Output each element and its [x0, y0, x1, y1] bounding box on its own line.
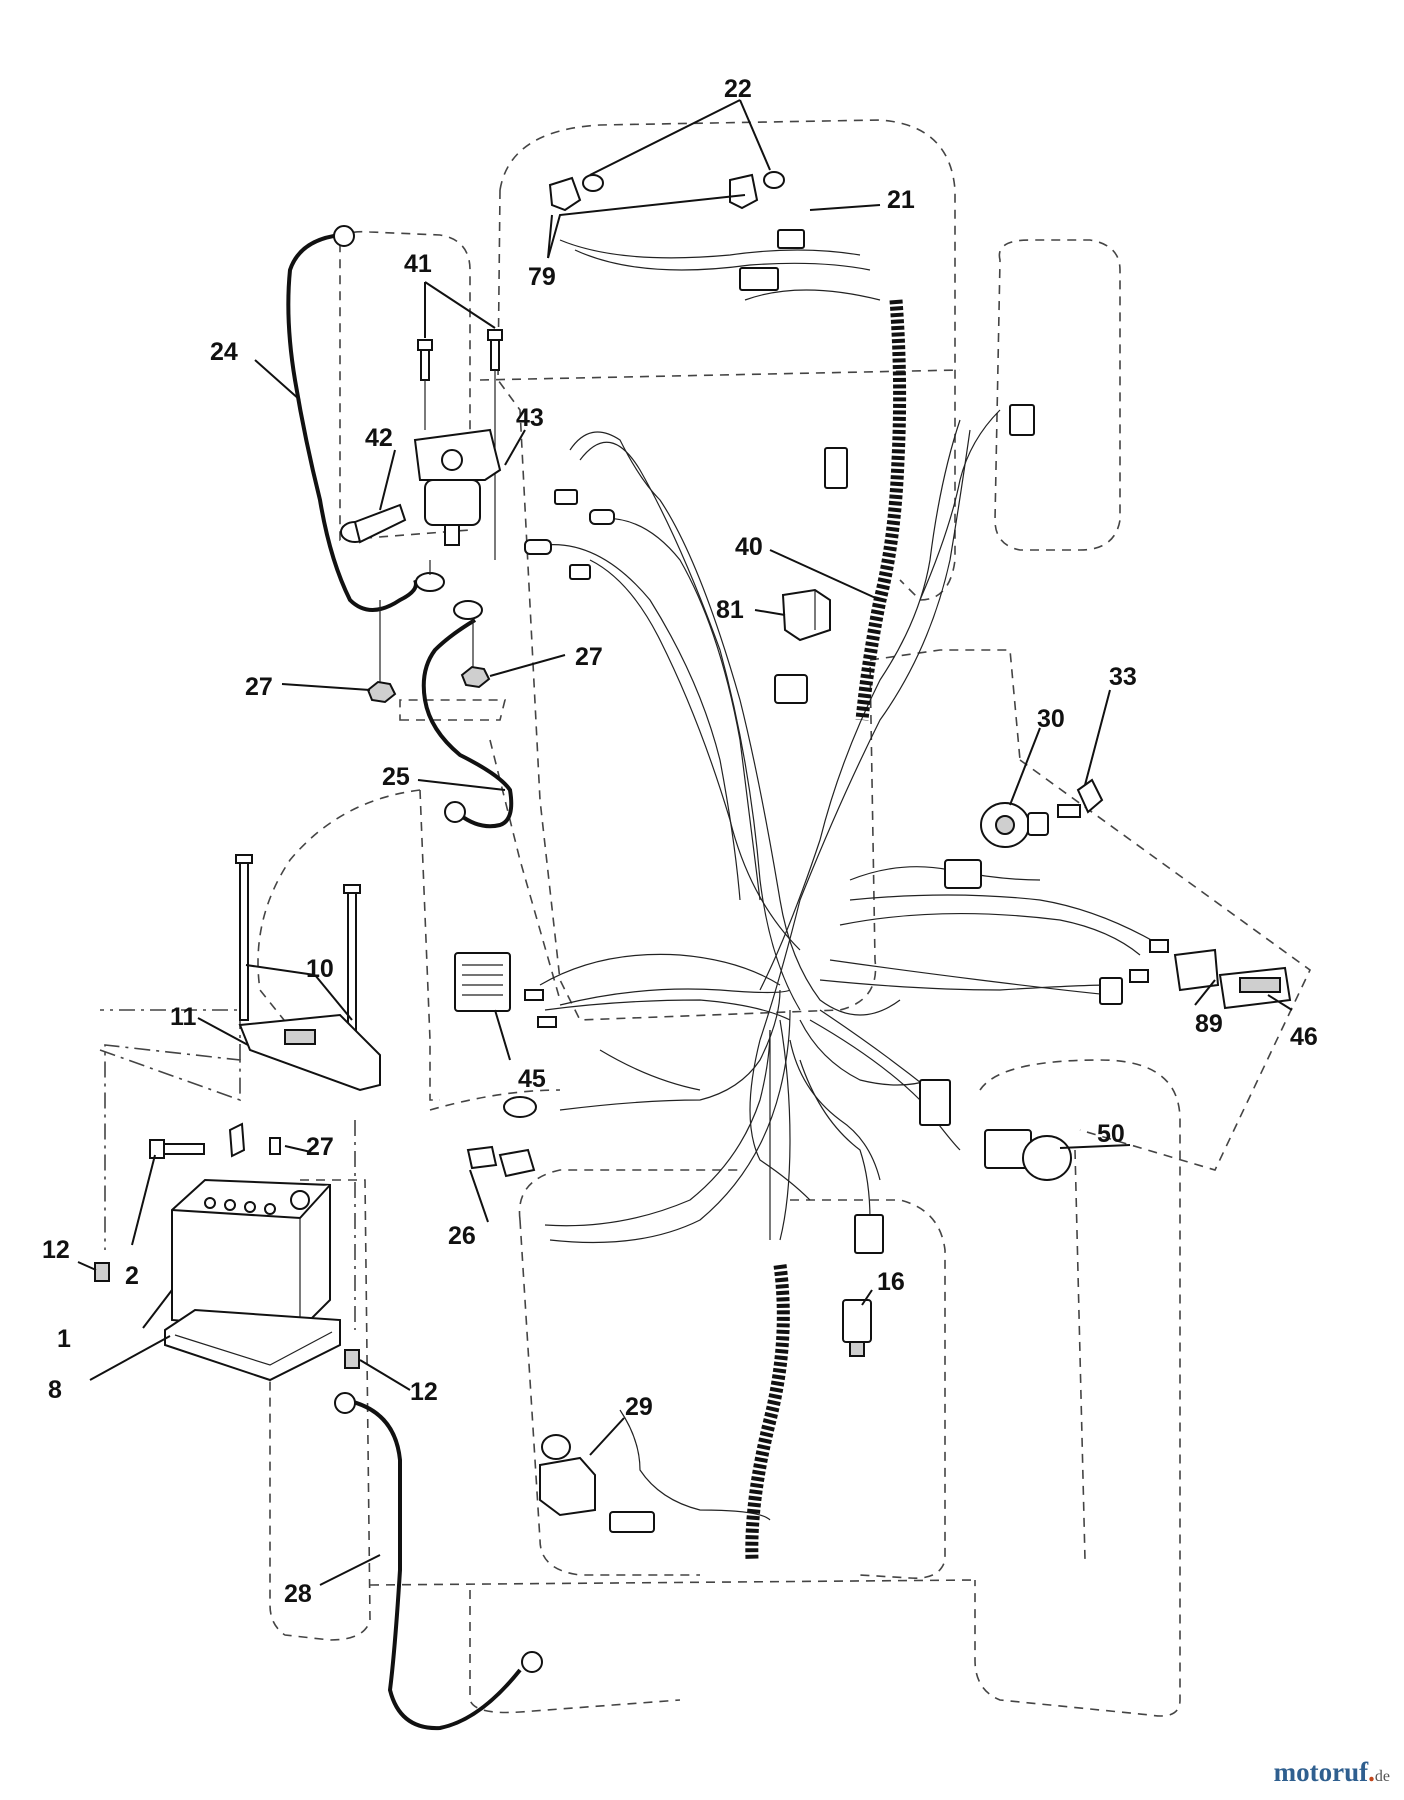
terminal-boot-icon — [340, 503, 407, 544]
callout-42: 42 — [365, 424, 393, 452]
terminal-bolt-icon — [149, 1122, 246, 1159]
pto-connector-icon — [824, 447, 848, 489]
callout-30: 30 — [1037, 705, 1065, 733]
ignition-harness-connector-icon — [944, 859, 982, 889]
terminal-right-lower-icon — [1129, 969, 1149, 983]
headlight-socket-left-icon — [548, 174, 604, 212]
relay-harness-connector-icon — [774, 674, 808, 704]
callout-22: 22 — [724, 75, 752, 103]
callout-11: 11 — [170, 1003, 197, 1031]
warning-decal-icon — [454, 952, 511, 1012]
solenoid-ring-terminal-left — [415, 572, 445, 592]
callout-27-right: 27 — [575, 643, 603, 671]
callout-12-left: 12 — [42, 1236, 70, 1264]
clip-nut-12-right-icon — [344, 1349, 360, 1369]
terminal-right-upper-icon — [1149, 939, 1169, 953]
tractor-outline — [99, 119, 1312, 1717]
headlight-connector-icon — [777, 229, 805, 249]
nut-27-lower-icon — [269, 1137, 281, 1155]
cable-24-ring-terminal — [333, 225, 355, 247]
callout-27-lower: 27 — [306, 1133, 334, 1161]
callout-25: 25 — [382, 763, 410, 791]
watermark-brand: motoruf — [1273, 1757, 1369, 1787]
plug-connector-a-icon — [554, 489, 578, 505]
battery-cables — [286, 233, 522, 1731]
headlight-socket-right-icon — [729, 171, 785, 210]
clip-nut-12-left-icon — [94, 1262, 110, 1282]
callout-45: 45 — [518, 1065, 546, 1093]
light-switch-connector-icon — [1099, 977, 1123, 1005]
callout-50: 50 — [1097, 1120, 1125, 1148]
plug-connector-b-icon — [589, 509, 615, 525]
battery-icon — [171, 1178, 331, 1332]
pto-switch-icon — [984, 1129, 1072, 1181]
site-watermark: motoruf.de — [1274, 1757, 1390, 1788]
callout-28: 28 — [284, 1580, 312, 1608]
seat-switch-icon — [539, 1434, 596, 1517]
plug-connector-c-icon — [524, 539, 552, 555]
callout-46: 46 — [1290, 1023, 1318, 1051]
harness-top-connector-icon — [739, 267, 779, 291]
callout-41: 41 — [404, 250, 432, 278]
connector-16-upper-icon — [854, 1214, 884, 1254]
callout-16: 16 — [877, 1268, 905, 1296]
callout-10: 10 — [306, 955, 334, 983]
callout-79: 79 — [528, 263, 556, 291]
callout-89: 89 — [1195, 1010, 1223, 1038]
harness-wires — [539, 239, 1161, 1521]
relay-icon — [781, 588, 831, 642]
callout-40: 40 — [735, 533, 763, 561]
watermark-tld: de — [1374, 1768, 1390, 1785]
plug-connector-d-icon — [569, 564, 591, 580]
spade-terminal-b-icon — [537, 1016, 557, 1028]
callout-26: 26 — [448, 1222, 476, 1250]
nut-27-left-icon — [366, 680, 397, 704]
callout-8: 8 — [48, 1376, 62, 1404]
connector-16-icon — [842, 1299, 872, 1357]
multi-pin-connector-icon — [919, 1079, 951, 1126]
hold-down-rod-left-icon — [235, 854, 253, 1021]
harness-conduit-upper — [855, 299, 907, 721]
callout-29: 29 — [625, 1393, 653, 1421]
callout-12-right: 12 — [410, 1378, 438, 1406]
cable-25-ring-terminal — [444, 801, 466, 823]
leader-lines — [77, 99, 1293, 1586]
ignition-key-icon — [1057, 778, 1104, 818]
callout-1: 1 — [57, 1325, 71, 1353]
ignition-switch-icon — [980, 802, 1049, 848]
harness-conduit-lower — [745, 1264, 790, 1561]
starter-solenoid-icon — [413, 428, 502, 546]
seat-switch-connector-plug-icon — [609, 1511, 655, 1533]
cable-28-lower-ring-terminal — [521, 1651, 543, 1673]
watermark-dot: . — [1368, 1757, 1375, 1787]
callout-33: 33 — [1109, 663, 1137, 691]
bolt-41-right-icon — [487, 329, 503, 371]
solenoid-ring-terminal-right — [453, 600, 483, 620]
callout-43: 43 — [516, 404, 544, 432]
cable-28-upper-ring-terminal — [334, 1392, 356, 1414]
callout-21: 21 — [887, 186, 915, 214]
battery-tray-icon — [164, 1308, 341, 1382]
battery-hold-down-bracket-icon — [238, 1013, 381, 1092]
callout-24: 24 — [210, 338, 238, 366]
hourmeter-bezel-icon — [1173, 948, 1220, 992]
spade-terminal-a-icon — [524, 989, 544, 1001]
callout-27-left: 27 — [245, 673, 273, 701]
bolt-41-left-icon — [417, 339, 433, 381]
seat-switch-connector-icon — [1009, 404, 1035, 436]
callout-81: 81 — [716, 596, 744, 624]
ground-ring-terminal-icon — [503, 1096, 537, 1118]
callout-2: 2 — [125, 1262, 139, 1290]
nut-27-right-icon — [460, 665, 491, 689]
callout-labels: 22 21 79 41 24 42 43 40 81 27 27 25 30 3… — [42, 75, 1318, 1608]
fuse-icon — [466, 1145, 536, 1178]
